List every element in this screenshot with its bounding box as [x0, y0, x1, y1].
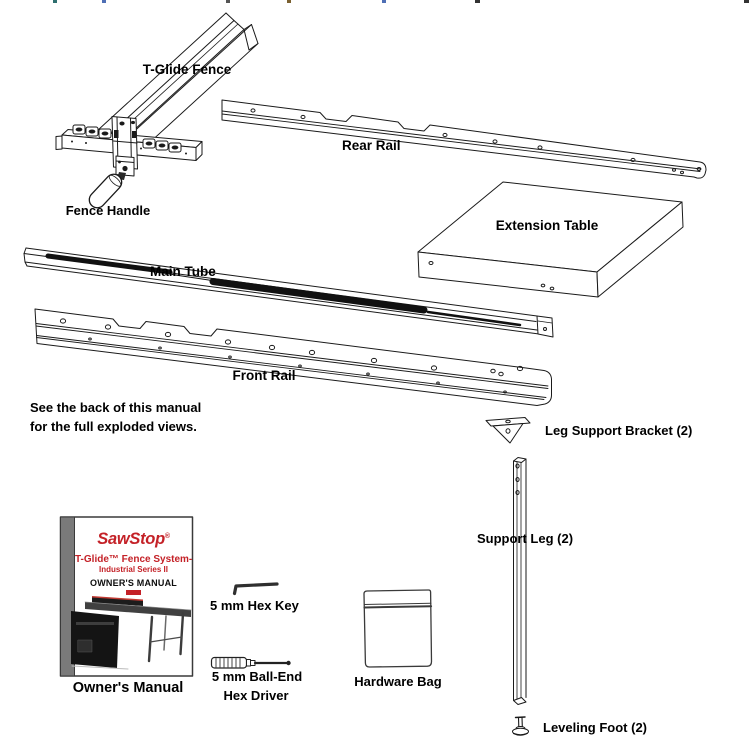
note-line2: for the full exploded views.: [30, 418, 197, 434]
fence-handle-drawing: [88, 173, 123, 209]
cover-red-block: [126, 589, 141, 595]
cover-title-line1: T-Glide™ Fence System-: [75, 554, 193, 565]
label-owners-manual: Owner's Manual: [72, 680, 184, 696]
label-hex-key: 5 mm Hex Key: [210, 598, 299, 613]
fence-carriage-drawing: [55, 116, 203, 180]
owners-manual-cover-art: [59, 516, 194, 677]
cropped-text-remnant: [382, 0, 386, 3]
cropped-text-remnant: [475, 0, 480, 3]
front-rail-drawing: [34, 308, 552, 406]
hex-key-icon: [232, 582, 279, 596]
leveling-foot-icon: [512, 716, 529, 736]
label-t-glide-fence: T-Glide Fence: [142, 62, 232, 77]
rear-rail-drawing: [221, 99, 707, 179]
label-support-leg: Support Leg (2): [477, 531, 574, 546]
label-main-tube: Main Tube: [150, 264, 216, 279]
main-tube-drawing: [23, 247, 554, 338]
cover-subtitle: OWNER'S MANUAL: [90, 578, 177, 588]
label-front-rail: Front Rail: [232, 368, 296, 383]
cropped-text-remnant: [102, 0, 106, 3]
extension-table-drawing: [417, 181, 684, 298]
label-leg-support-bracket: Leg Support Bracket (2): [545, 423, 693, 438]
label-rear-rail: Rear Rail: [342, 138, 401, 153]
note-line1: See the back of this manual: [30, 400, 202, 415]
label-extension-table: Extension Table: [495, 218, 599, 233]
label-ball-end-driver-line1: 5 mm Ball-End: [211, 669, 303, 684]
label-ball-end-driver-line2: Hex Driver: [223, 688, 289, 703]
hardware-bag-icon: [363, 589, 433, 668]
ball-end-hex-driver-icon: [210, 656, 291, 669]
cropped-text-remnant: [287, 0, 291, 3]
cover-title-line2: Industrial Series II: [99, 565, 168, 574]
cover-brand-text: SawStop: [97, 530, 165, 548]
registered-mark: ®: [164, 533, 170, 540]
label-leveling-foot: Leveling Foot (2): [543, 720, 647, 735]
cropped-text-remnant: [226, 0, 230, 3]
cropped-text-remnant: [744, 0, 749, 3]
cover-brand: SawStop®: [75, 530, 192, 549]
support-leg-drawing: [513, 457, 527, 705]
exploded-views-note: See the back of this manual for the full …: [30, 399, 201, 436]
label-hardware-bag: Hardware Bag: [354, 674, 442, 689]
cropped-text-remnant: [53, 0, 57, 3]
label-fence-handle: Fence Handle: [65, 203, 151, 218]
leg-support-bracket-icon: [485, 417, 531, 444]
